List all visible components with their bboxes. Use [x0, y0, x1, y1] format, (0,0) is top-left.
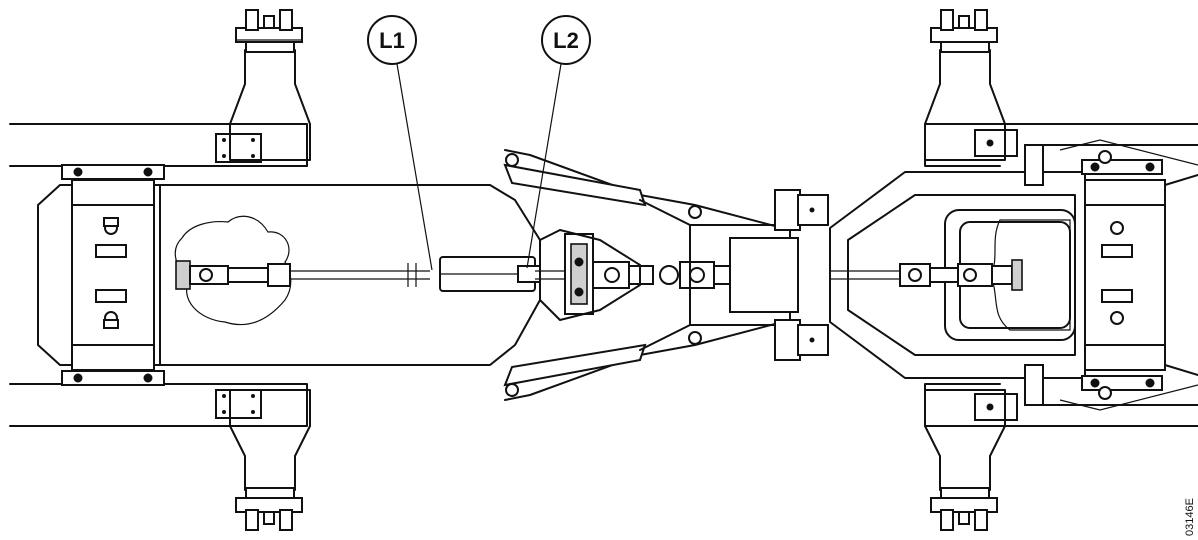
callout-l2-label: L2 — [553, 28, 579, 53]
left-top-wheel-hub — [229, 9, 311, 161]
front-frame — [829, 171, 1086, 379]
left-propeller-shaft — [175, 260, 430, 290]
right-axle-assembly — [1024, 139, 1198, 411]
callout-l1: L1 — [367, 15, 433, 271]
right-top-wheel-hub — [924, 9, 1006, 161]
hinge-blocks — [729, 189, 829, 361]
left-bottom-wheel-hub — [229, 389, 311, 531]
right-bottom-wheel-hub — [924, 389, 1006, 531]
reference-code: 03146E — [1184, 498, 1196, 536]
center-joint — [439, 233, 737, 315]
left-axle-assembly — [37, 164, 165, 386]
callout-l1-label: L1 — [379, 28, 405, 53]
callout-l1-leader — [396, 63, 433, 271]
callout-l2: L2 — [526, 15, 591, 269]
callout-l2-leader — [526, 63, 562, 269]
right-frame-rails — [924, 123, 1198, 427]
